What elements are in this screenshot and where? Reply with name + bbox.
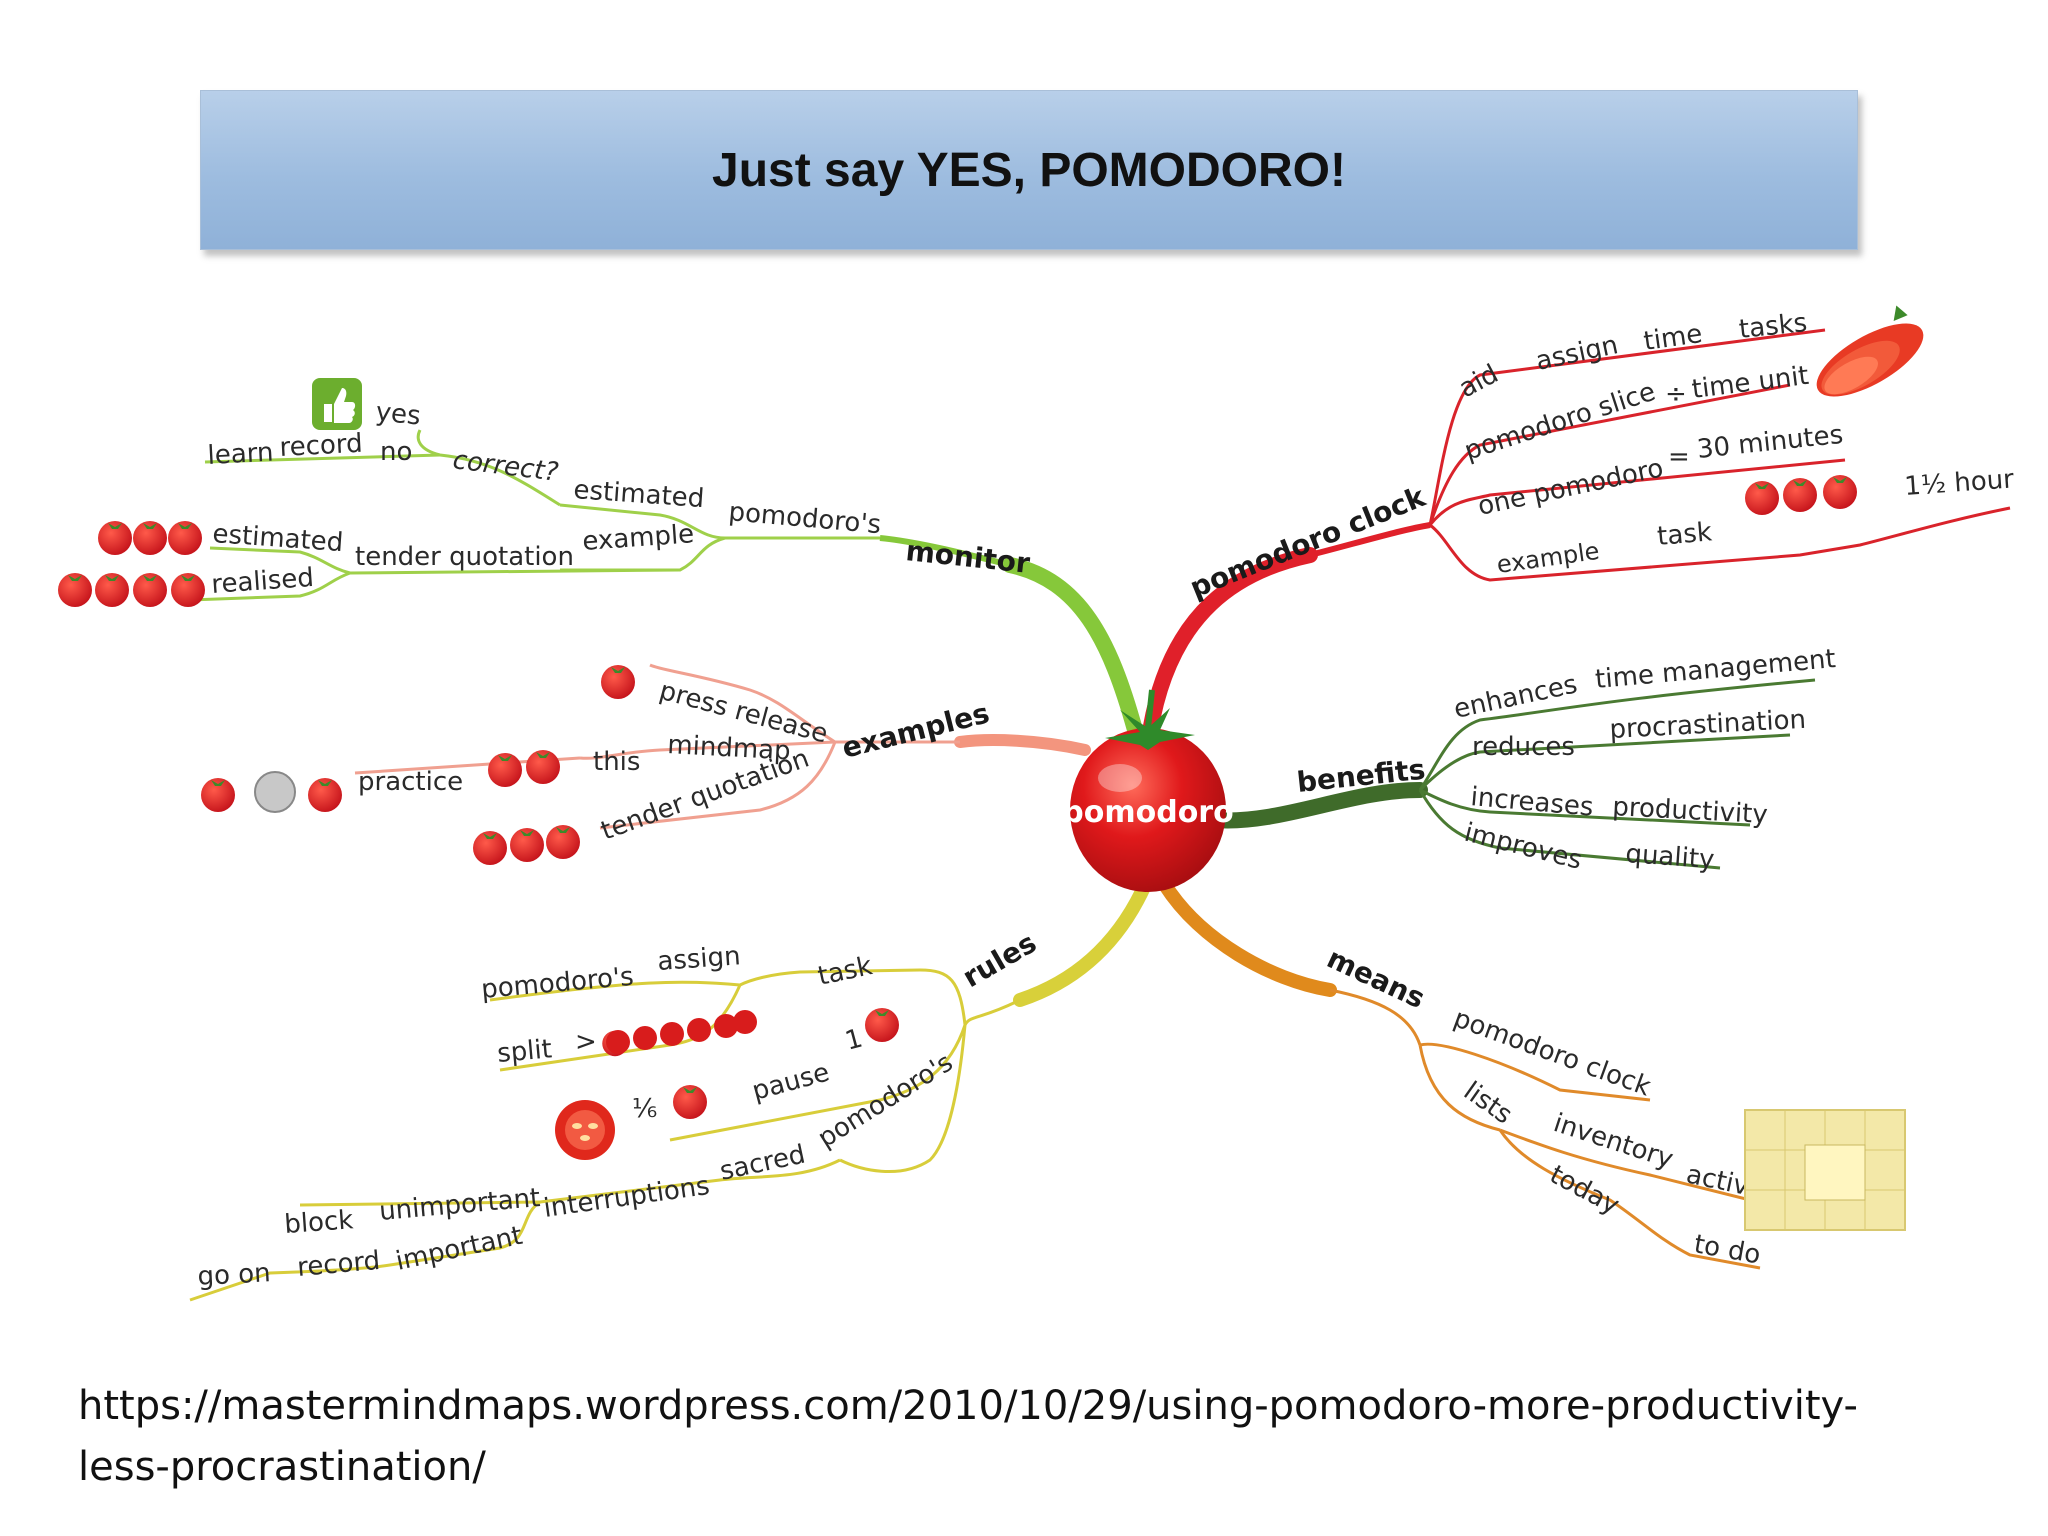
- rules-label: rules: [957, 926, 1042, 994]
- title-banner: Just say YES, POMODORO!: [200, 90, 1858, 250]
- sticky-notes-icon: [1744, 1109, 1906, 1231]
- rules-node-sacred: sacred: [717, 1140, 808, 1187]
- rules-tomato-pause: [673, 1085, 707, 1119]
- sliced-tomato-icon: [1816, 305, 1924, 397]
- rules-node-assign: assign: [656, 941, 741, 977]
- slide-title: Just say YES, POMODORO!: [712, 143, 1346, 197]
- clock-node-one-half-hour: 1½ hour: [1903, 464, 2015, 502]
- monitor-node-estimated-2: estimated: [212, 519, 345, 558]
- clock-node-equals: =: [1668, 442, 1690, 472]
- source-url[interactable]: https://mastermindmaps.wordpress.com/201…: [78, 1376, 1998, 1498]
- monitor-node-yes: yes: [374, 397, 422, 432]
- source-url-line-1[interactable]: https://mastermindmaps.wordpress.com/201…: [78, 1383, 1858, 1429]
- rules-node-block: block: [283, 1205, 354, 1240]
- means-node-lists: lists: [1458, 1076, 1518, 1130]
- monitor-node-pomodoros: pomodoro's: [727, 497, 882, 540]
- clock-node-time-unit: time unit: [1690, 361, 1810, 405]
- rules-node-go-on: go on: [197, 1258, 272, 1292]
- monitor-node-learn: learn: [207, 438, 274, 471]
- monitor-node-no: no: [380, 437, 412, 467]
- examples-branch: [354, 663, 1091, 830]
- rules-node-split: split: [496, 1034, 553, 1069]
- clock-node-tasks: tasks: [1738, 308, 1809, 345]
- monitor-tomatoes-realised: [58, 573, 205, 607]
- examples-labels: examples press release mindmap this prac…: [358, 676, 993, 847]
- clock-node-time: time: [1642, 319, 1704, 357]
- examples-node-mindmap: mindmap: [667, 730, 792, 766]
- clock-node-30-minutes: 30 minutes: [1696, 420, 1845, 465]
- examples-tomatoes-practice: [201, 771, 342, 813]
- means-labels: means pomodoro clock lists inventory act…: [1322, 941, 1804, 1270]
- rules-node-greater-than: >: [575, 1027, 597, 1057]
- clock-tomatoes-task: [1745, 475, 1857, 515]
- rules-node-important: important: [393, 1221, 525, 1277]
- monitor-node-record: record: [279, 429, 364, 463]
- rules-tomato-one: [865, 1008, 899, 1042]
- rules-node-one-sixth: ⅙: [632, 1094, 657, 1124]
- monitor-node-correct: correct?: [451, 445, 560, 488]
- clock-node-one-pomodoro: one pomodoro: [1475, 453, 1666, 522]
- monitor-node-example: example: [581, 519, 695, 557]
- benefits-node-reduces: reduces: [1472, 732, 1575, 762]
- rules-node-one: 1: [842, 1024, 866, 1057]
- means-node-today: today: [1545, 1160, 1624, 1221]
- rules-node-pomodoros: pomodoro's: [480, 962, 635, 1005]
- mind-map: monitor pomodoro's estimated correct? ye…: [58, 305, 2015, 1302]
- examples-label: examples: [839, 696, 993, 764]
- benefits-node-time-management: time management: [1594, 644, 1837, 695]
- rules-tomatoes-split: [602, 1010, 757, 1057]
- benefits-labels: benefits enhances time management reduce…: [1295, 644, 1837, 876]
- monitor-branch: [189, 429, 1143, 738]
- means-branch: [1158, 878, 1771, 1270]
- rules-node-task: task: [815, 951, 875, 992]
- examples-tomatoes-this: [488, 750, 560, 787]
- pomodoro-clock-label: pomodoro clock: [1185, 480, 1431, 605]
- benefits-node-increases: increases: [1469, 782, 1594, 823]
- monitor-label: monitor: [904, 534, 1031, 580]
- benefits-node-quality: quality: [1625, 839, 1716, 875]
- pomodoro-clock-branch: [1142, 328, 2011, 740]
- coffee-cup-icon: [254, 771, 296, 813]
- rules-node-record: record: [296, 1246, 381, 1283]
- central-tomato: pomodoro: [1062, 689, 1234, 892]
- rules-labels: rules task assign pomodoro's split > 1 p…: [197, 926, 1042, 1292]
- examples-tomato-press: [601, 665, 635, 699]
- benefits-branch: [1207, 678, 1816, 870]
- benefits-node-productivity: productivity: [1612, 792, 1769, 830]
- rules-node-pause: pause: [749, 1057, 833, 1106]
- benefits-node-procrastination: procrastination: [1609, 705, 1807, 745]
- clock-node-assign: assign: [1533, 330, 1621, 377]
- examples-tomatoes-tender: [473, 825, 580, 865]
- monitor-node-realised: realised: [210, 563, 314, 600]
- examples-node-practice: practice: [358, 767, 463, 797]
- central-label: pomodoro: [1062, 795, 1233, 830]
- cut-tomato-icon: [555, 1100, 615, 1160]
- clock-node-task: task: [1656, 517, 1713, 552]
- rules-node-interruptions: interruptions: [542, 1171, 712, 1224]
- rules-node-pomodoros-2: pomodoro's: [813, 1048, 958, 1154]
- source-url-line-2[interactable]: less-procrastination/: [78, 1444, 486, 1490]
- examples-node-this: this: [593, 747, 640, 777]
- monitor-tomatoes-estimated: [98, 521, 202, 555]
- thumbs-up-icon: [312, 378, 362, 430]
- clock-node-divide: ÷: [1665, 379, 1687, 409]
- benefits-node-improves: improves: [1461, 818, 1585, 876]
- monitor-node-tender-quotation: tender quotation: [355, 542, 574, 572]
- means-node-to-do: to do: [1692, 1229, 1763, 1270]
